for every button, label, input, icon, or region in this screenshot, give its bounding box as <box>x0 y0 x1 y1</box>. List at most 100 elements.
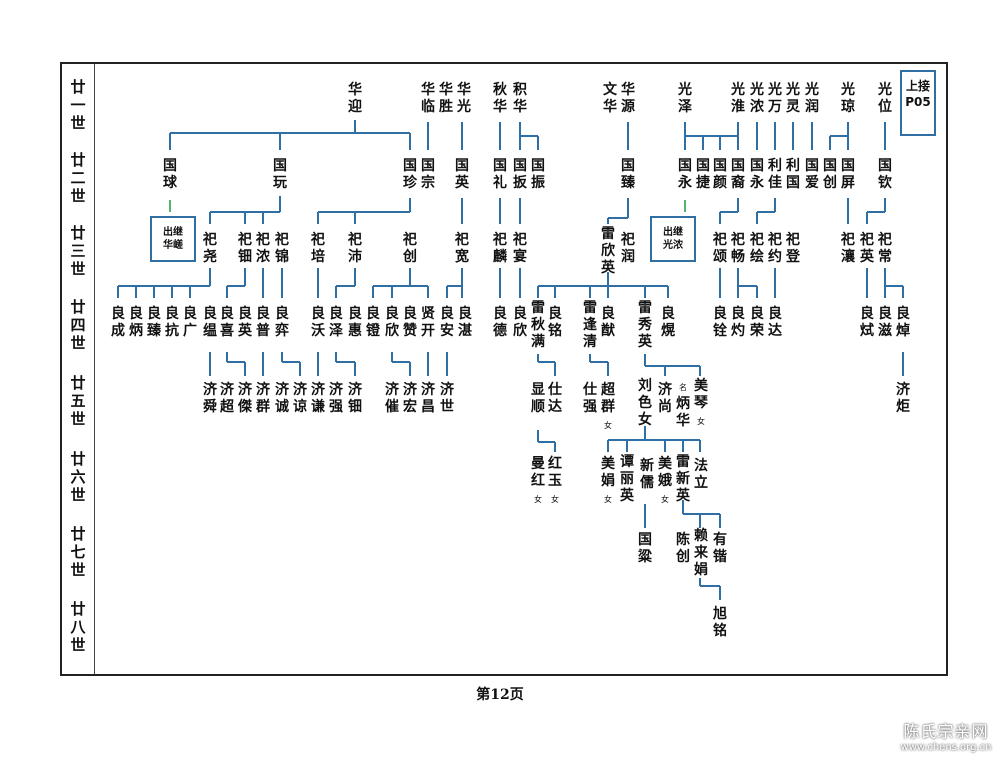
person-node: 济炬 <box>896 382 910 415</box>
adopted-out-label: 出继 <box>163 227 183 238</box>
person-node: 济谅 <box>293 382 307 415</box>
person-node: 祀钿 <box>238 232 252 265</box>
generation-label: 廿三世 <box>70 224 86 278</box>
person-node: 超群女 <box>601 382 615 430</box>
person-node: 祀锦 <box>275 232 289 265</box>
person-node: 祀常 <box>878 232 892 265</box>
person-node: 良铨 <box>713 306 727 339</box>
person-node: 国宗 <box>421 158 435 191</box>
person-node: 祀宽 <box>455 232 469 265</box>
generation-column <box>62 64 95 674</box>
person-node: 雷逢清 <box>583 300 597 350</box>
person-node: 雷欣英 <box>601 226 615 276</box>
female-note: 女 <box>534 495 542 504</box>
person-node: 法立 <box>694 458 708 491</box>
female-note: 女 <box>551 495 559 504</box>
person-node: 仕强 <box>583 382 597 415</box>
person-node: 华迎 <box>348 82 362 115</box>
person-node: 祀宴 <box>513 232 527 265</box>
person-node: 济谦 <box>311 382 325 415</box>
person-node: 良滋 <box>878 306 892 339</box>
watermark-title: 陈氏宗亲网 <box>903 722 989 741</box>
person-node: 光润 <box>805 82 819 115</box>
person-node: 祀畅 <box>731 232 745 265</box>
person-node: 国玩 <box>273 158 287 191</box>
person-node: 良成 <box>111 306 125 339</box>
female-note: 女 <box>604 495 612 504</box>
person-node: 华胜 <box>439 82 453 115</box>
person-node: 光位 <box>878 82 892 115</box>
person-node: 光淮 <box>731 82 745 115</box>
continued-from-box: 上接 P05 <box>900 70 936 136</box>
person-node: 陈创 <box>676 532 690 565</box>
person-node: 济超 <box>220 382 234 415</box>
person-node: 国球 <box>163 158 177 191</box>
site-watermark: 陈氏宗亲网 www.chens.org.cn <box>896 718 996 753</box>
person-node: 仕达 <box>548 382 562 415</box>
person-node: 良抗 <box>165 306 179 339</box>
person-node: 良泽 <box>329 306 343 339</box>
person-node: 国爱 <box>805 158 819 191</box>
person-node: 良喜 <box>220 306 234 339</box>
person-node: 祀登 <box>786 232 800 265</box>
person-node: 国屏 <box>841 158 855 191</box>
person-node: 赖来娟 <box>694 528 708 578</box>
person-node: 良铭 <box>548 306 562 339</box>
person-node: 国钦 <box>878 158 892 191</box>
named-note: 名 <box>679 383 687 392</box>
person-node: 良弈 <box>275 306 289 339</box>
person-node: 良欣 <box>513 306 527 339</box>
person-node: 国捷 <box>696 158 710 191</box>
person-node: 济钿 <box>348 382 362 415</box>
person-node: 光浓 <box>750 82 764 115</box>
person-node: 国扳 <box>513 158 527 191</box>
page-number: 第12页 <box>476 687 524 703</box>
person-node: 文华 <box>603 82 617 115</box>
person-node: 国臻 <box>621 158 635 191</box>
person-node: 雷秀英 <box>638 300 652 350</box>
person-node: 祀约 <box>768 232 782 265</box>
person-node: 良湛 <box>458 306 472 339</box>
person-node: 济昌 <box>421 382 435 415</box>
person-node: 国粱 <box>638 532 652 565</box>
generation-label: 廿八世 <box>70 600 86 654</box>
person-node: 国振 <box>531 158 545 191</box>
person-node: 祀沛 <box>348 232 362 265</box>
person-node: 祀培 <box>311 232 325 265</box>
person-node: 良德 <box>493 306 507 339</box>
person-node: 良英 <box>238 306 252 339</box>
person-node: 雷新英 <box>676 454 690 504</box>
person-node: 良猷 <box>601 306 615 339</box>
person-node: 良烒 <box>860 306 874 339</box>
person-node: 光泽 <box>678 82 692 115</box>
generation-label: 廿六世 <box>70 450 86 504</box>
person-node: 祀绘 <box>750 232 764 265</box>
person-node: 济强 <box>329 382 343 415</box>
person-node: 祀麟 <box>493 232 507 265</box>
person-node: 曼红女 <box>531 456 545 504</box>
continued-from-page: P05 <box>905 95 931 109</box>
person-node: 红玉女 <box>548 456 562 504</box>
person-node: 良普 <box>256 306 270 339</box>
person-node: 雷秋满 <box>531 300 545 350</box>
person-node: 良达 <box>768 306 782 339</box>
adopted-out-box: 出继华嵯 <box>150 216 196 262</box>
person-node: 国裔 <box>731 158 745 191</box>
female-note: 女 <box>661 495 669 504</box>
person-node: 良镫 <box>366 306 380 339</box>
generation-label: 廿一世 <box>70 78 86 132</box>
person-node: 济群 <box>256 382 270 415</box>
person-node: 祀瀼 <box>841 232 855 265</box>
person-node: 良沃 <box>311 306 325 339</box>
person-node: 济世 <box>440 382 454 415</box>
person-node: 良赞 <box>403 306 417 339</box>
person-node: 国珍 <box>403 158 417 191</box>
female-note: 女 <box>697 417 705 426</box>
person-node: 国创 <box>823 158 837 191</box>
person-node: 国永 <box>750 158 764 191</box>
person-node: 华光 <box>457 82 471 115</box>
person-node: 祀创 <box>403 232 417 265</box>
person-node: 旭铭 <box>713 606 727 639</box>
adopted-out-to: 华嵯 <box>163 240 183 251</box>
